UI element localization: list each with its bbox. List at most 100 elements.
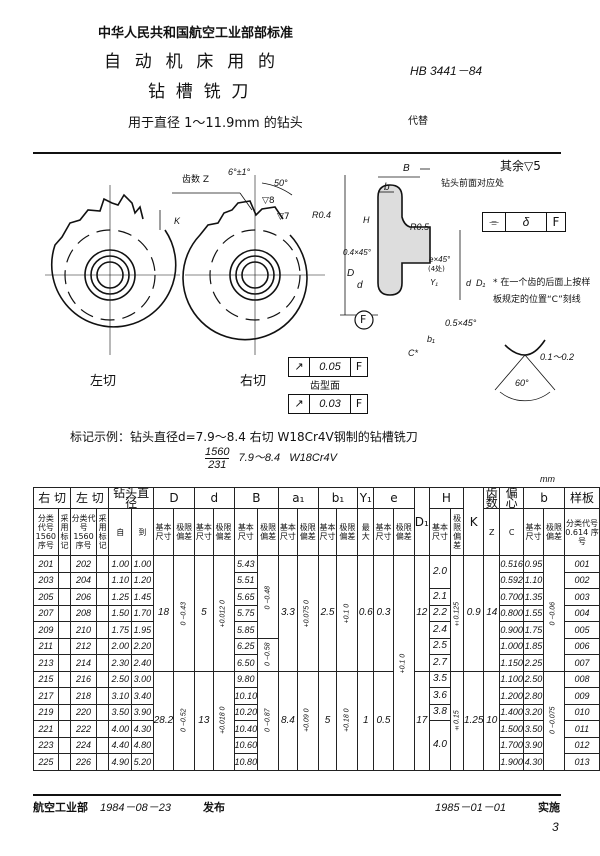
column-subheader: 基本尺寸	[373, 508, 394, 556]
b-basic-cell: 3.90	[523, 736, 544, 754]
left-no-cell: 212	[70, 637, 97, 655]
B-dev-cell: 0 −0.58	[257, 638, 279, 671]
mark-cell	[95, 687, 110, 705]
b-basic-cell: 3.20	[523, 703, 544, 721]
mark-cell	[57, 604, 72, 622]
r05-label: R0.5	[410, 222, 430, 232]
right-no-cell: 209	[33, 621, 59, 639]
d-dev-cell: +0.018 0	[213, 671, 235, 770]
B-basic-cell: 10.20	[233, 703, 259, 721]
left-no-cell: 204	[70, 571, 97, 589]
template-no-cell: 002	[563, 571, 600, 589]
drill-face-note: 钻头前面对应处	[441, 179, 505, 189]
dia-from-cell: 3.50	[108, 703, 133, 721]
profile-surface-label: 齿型面	[310, 381, 340, 392]
b-basic-cell: 2.50	[523, 670, 544, 688]
D1-label: D₁	[476, 278, 486, 288]
b-label: b	[384, 182, 390, 193]
template-no-cell: 004	[563, 604, 600, 622]
e-basic-cell: 0.3	[373, 555, 394, 672]
D-basic-cell: 28.2	[152, 670, 175, 771]
right-no-cell: 201	[33, 555, 59, 573]
e-basic-cell: 0.5	[373, 670, 394, 771]
mark-cell	[57, 720, 72, 738]
right-no-cell: 207	[33, 604, 59, 622]
left-cutter-outline	[50, 193, 177, 328]
marking-code-denominator: 231	[208, 459, 227, 471]
right-no-cell: 205	[33, 588, 59, 606]
B-basic-cell: 5.85	[233, 621, 259, 639]
column-subheader: 最大	[357, 508, 375, 556]
B-basic-cell: 9.80	[233, 670, 259, 688]
H-basic-cell: 2.1	[428, 588, 452, 606]
runout-value-2: 0.03	[310, 395, 351, 413]
runout-tolerance-frame-2: ↗ 0.03 F	[288, 394, 368, 414]
runout-datum-2: F	[355, 397, 363, 410]
left-no-cell: 218	[70, 687, 97, 705]
dia-to-cell: 4.30	[131, 720, 154, 738]
column-subheader: 基本尺寸	[233, 508, 259, 556]
column-header: 右 切	[32, 487, 72, 509]
B-basic-cell: 5.43	[233, 555, 259, 573]
column-subheader: 分类代号 1560 序号	[33, 508, 59, 556]
runout-tolerance-frame-1: ↗ 0.05 F	[288, 357, 368, 377]
mark-cell	[57, 687, 72, 705]
a1-basic-cell: 8.4	[278, 670, 298, 771]
chamfer-count: (4处)	[428, 265, 445, 273]
mark-cell	[95, 571, 110, 589]
symmetry-datum: F	[552, 215, 560, 229]
column-header: 样板	[563, 487, 600, 509]
column-header: b₁	[317, 487, 359, 509]
dia-to-cell: 1.00	[131, 555, 154, 573]
detail-tolerance: 0.1～0.2	[540, 352, 575, 362]
mark-cell	[57, 621, 72, 639]
mark-cell	[95, 753, 110, 771]
mark-cell	[95, 604, 110, 622]
mark-cell	[95, 621, 110, 639]
D-dev-cell: 0 −0.52	[173, 671, 195, 770]
column-header: B	[233, 487, 280, 509]
column-header: b	[523, 487, 565, 509]
H-basic-cell: 2.5	[428, 637, 452, 655]
left-no-cell: 210	[70, 621, 97, 639]
dia-to-cell: 3.00	[131, 670, 154, 688]
B-dev-cell: 0 −0.87	[257, 671, 279, 770]
right-no-cell: 211	[33, 637, 59, 655]
b-basic-cell: 1.55	[523, 604, 544, 622]
column-header: d	[194, 487, 235, 509]
subheader-row: 分类代号 1560 序号采用标记分类代号 1560 序号采用标记自到基本尺寸极限…	[33, 508, 600, 556]
right-no-cell: 225	[33, 753, 59, 771]
B-basic-cell: 10.40	[233, 720, 259, 738]
b-basic-cell: 1.35	[523, 588, 544, 606]
left-no-cell: 206	[70, 588, 97, 606]
column-subheader: 基本尺寸	[194, 508, 214, 556]
d-label: d	[357, 280, 363, 291]
org-title: 中华人民共和国航空工业部部标准	[98, 26, 294, 41]
column-subheader: 基本尺寸	[523, 508, 544, 556]
dia-to-cell: 3.90	[131, 703, 154, 721]
mark-cell	[95, 588, 110, 606]
symmetry-value: δ	[506, 213, 547, 231]
C-cell: 1.400	[499, 703, 525, 721]
mark-cell	[95, 637, 110, 655]
B-basic-cell: 5.65	[233, 588, 259, 606]
mark-cell	[57, 736, 72, 754]
H-basic-cell: 2.7	[428, 654, 452, 672]
dia-from-cell: 1.00	[108, 555, 133, 573]
marking-example: 标记示例：钻头直径d=7.9～8.4 右切 W18Cr4V钢制的钻槽铣刀	[70, 430, 418, 444]
roughness-note: 其余▽5	[500, 159, 541, 173]
dia-to-cell: 2.20	[131, 637, 154, 655]
dia-from-cell: 2.00	[108, 637, 133, 655]
column-subheader: 分类代号 0.614 序号	[563, 508, 600, 556]
template-no-cell: 006	[563, 637, 600, 655]
issue-date: 1984－08－23	[100, 802, 171, 814]
column-subheader: 自	[108, 508, 133, 556]
right-no-cell: 217	[33, 687, 59, 705]
detail-tooth-profile	[504, 339, 546, 356]
